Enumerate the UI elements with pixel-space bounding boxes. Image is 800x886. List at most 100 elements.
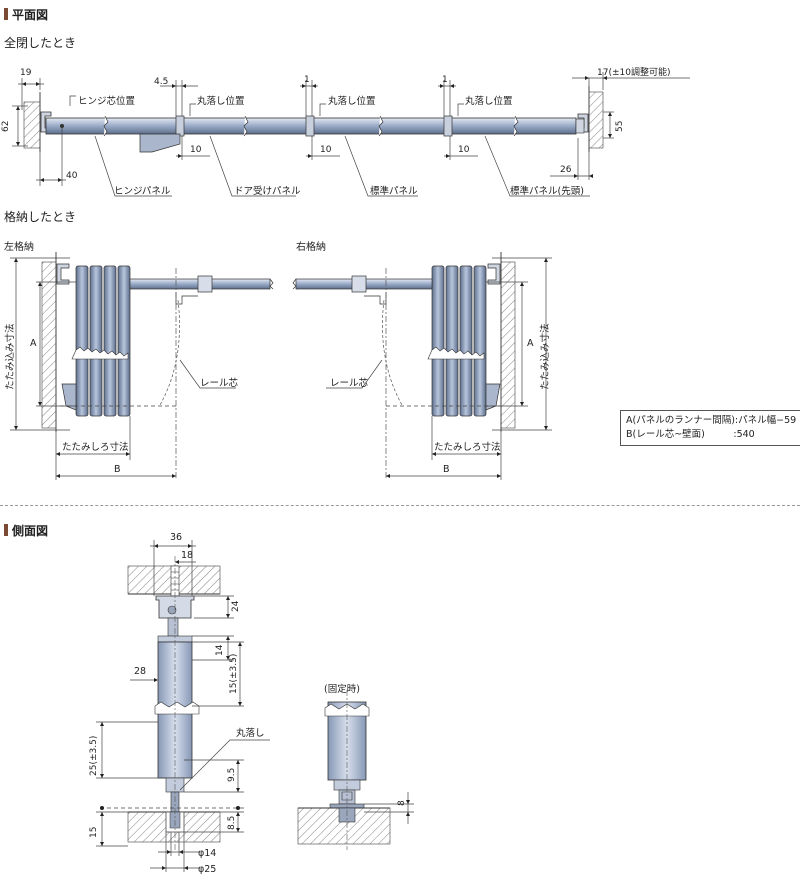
section-divider: [0, 505, 800, 506]
side-view-drawing: 36 18 24 14 15(±3.5) 28 25(±3.5) 9.5 8.5…: [89, 532, 270, 875]
hinge-joint-1: [175, 115, 185, 137]
break-mark-4: [513, 115, 519, 137]
hinge-panel-shape: [45, 117, 179, 135]
right-fold-break-mark: [427, 346, 485, 360]
dimension-legend: A(パネルのランナー間隔):パネル幅−59 B(レール芯~壁面) :540: [620, 410, 800, 446]
right-folded-panel-2: [445, 265, 459, 417]
label-lead-standard-panel: 標準パネル(先頭): [510, 185, 584, 197]
side-dim-15-adjust: 15(±3.5): [229, 654, 239, 694]
right-stored-label: 右格納: [296, 242, 326, 253]
left-frame-bracket: [40, 111, 52, 133]
left-folded-panel-3: [103, 265, 117, 417]
side-dim-28: 28: [134, 666, 146, 677]
side-view-title: 側面図: [12, 524, 49, 538]
dim-10-c: 10: [458, 145, 470, 155]
side-dim-phi14: φ14: [198, 848, 216, 859]
left-fold-break-mark: [71, 346, 129, 360]
label-door-receiver-panel: ドア受けパネル: [234, 185, 301, 197]
fully-closed-subtitle: 全閉したとき: [4, 36, 77, 50]
side-label-drop-bolt: 丸落し: [236, 727, 265, 739]
break-mark-3: [378, 115, 384, 137]
plan-view-title: 平面図: [12, 8, 49, 22]
panel-break-mark: [154, 701, 200, 715]
dim-19: 19: [20, 68, 32, 78]
left-stored-label: 左格納: [4, 242, 34, 253]
hinge-center-dot: [60, 124, 64, 128]
right-fold-dim-label: たたみ込み寸法: [539, 323, 551, 390]
left-runner: [197, 275, 213, 293]
side-dim-18: 18: [181, 550, 193, 561]
left-fold-dim-label: たたみ込み寸法: [4, 323, 16, 390]
left-storage-bracket: [56, 263, 70, 285]
right-storage-drawing: たたみ込み寸法 A レール芯 たたみしろ寸法 B: [292, 252, 552, 480]
left-folded-panel-2: [89, 265, 103, 417]
right-b-label: B: [443, 464, 450, 475]
right-rail-center-label: レール芯: [330, 377, 369, 389]
left-storage-wall: [41, 261, 57, 429]
right-folded-panel-3: [459, 265, 473, 417]
dim-62: 62: [1, 121, 11, 132]
side-dim-14: 14: [215, 644, 225, 656]
dim-40: 40: [66, 171, 78, 181]
label-hinge-panel: ヒンジパネル: [114, 186, 171, 197]
left-folded-panel-4: [117, 265, 131, 417]
left-folded-panel-1: [75, 265, 89, 417]
label-hinge-center: ヒンジ芯位置: [78, 95, 135, 107]
label-drop-position-c: 丸落し位置: [465, 95, 513, 107]
legend-line-b: B(レール芯~壁面) :540: [626, 429, 755, 440]
right-handle-bracket: [485, 383, 501, 411]
side-dim-9-5: 9.5: [227, 768, 237, 782]
closed-plan-drawing: 19 62 40 4.5 1 1 10 10 10 17(±10調整可能) 55…: [1, 66, 690, 197]
fixed-state-drawing: (固定時) 8: [297, 683, 414, 850]
label-drop-position-b: 丸落し位置: [328, 95, 376, 107]
side-dim-24: 24: [231, 600, 241, 612]
right-storage-bracket: [487, 263, 501, 285]
runner-stem: [167, 617, 179, 637]
left-handle-bracket: [61, 383, 77, 411]
stored-subtitle: 格納したとき: [4, 210, 77, 224]
right-storage-wall: [500, 261, 516, 429]
fixed-state-label: (固定時): [324, 683, 360, 695]
side-dim-25-adjust: 25(±3.5): [89, 736, 99, 776]
side-dim-36: 36: [170, 532, 182, 543]
label-drop-position-a: 丸落し位置: [197, 95, 245, 107]
dim-4-5: 4.5: [154, 77, 168, 87]
right-swing-arc: [382, 299, 403, 406]
left-storage-drawing: たたみ込み寸法 A レール芯 たたみしろ寸法 B: [4, 252, 274, 480]
break-mark-2: [243, 115, 249, 137]
right-a-label: A: [527, 338, 534, 349]
left-b-label: B: [114, 464, 121, 475]
hinge-joint-3: [443, 115, 453, 137]
label-standard-panel: 標準パネル: [370, 185, 418, 197]
lead-panel-shape: [449, 117, 577, 135]
left-rail-center-label: レール芯: [200, 377, 239, 389]
dim-55: 55: [615, 121, 625, 132]
fixed-dim-8: 8: [397, 800, 407, 806]
legend-line-a: A(パネルのランナー間隔):パネル幅−59: [626, 415, 797, 426]
handle-bracket: [139, 133, 181, 153]
side-view-heading: 側面図: [4, 522, 48, 539]
dim-10-a: 10: [190, 145, 202, 155]
plan-view-heading: 平面図: [4, 6, 48, 23]
left-a-label: A: [30, 338, 37, 349]
runner-wheel: [167, 605, 177, 615]
right-folded-panel-1: [431, 265, 445, 417]
dim-1-b: 1: [442, 75, 448, 85]
right-wall: [588, 91, 604, 149]
hinge-joint-2: [305, 115, 315, 137]
dim-1-a: 1: [304, 75, 310, 85]
lead-panel-end-cap: [575, 118, 585, 134]
left-wall: [23, 101, 41, 149]
dim-10-b: 10: [320, 145, 332, 155]
side-dim-15: 15: [89, 827, 99, 838]
right-folded-panel-4: [473, 265, 487, 417]
side-dim-8-5: 8.5: [227, 816, 237, 830]
left-swing-arc: [159, 299, 180, 406]
right-runner: [351, 275, 367, 293]
side-dim-phi25: φ25: [198, 864, 216, 875]
right-fold-margin-label: たたみしろ寸法: [434, 441, 501, 453]
left-fold-margin-label: たたみしろ寸法: [62, 441, 129, 453]
break-mark-1: [103, 115, 109, 137]
dim-26: 26: [560, 165, 572, 175]
